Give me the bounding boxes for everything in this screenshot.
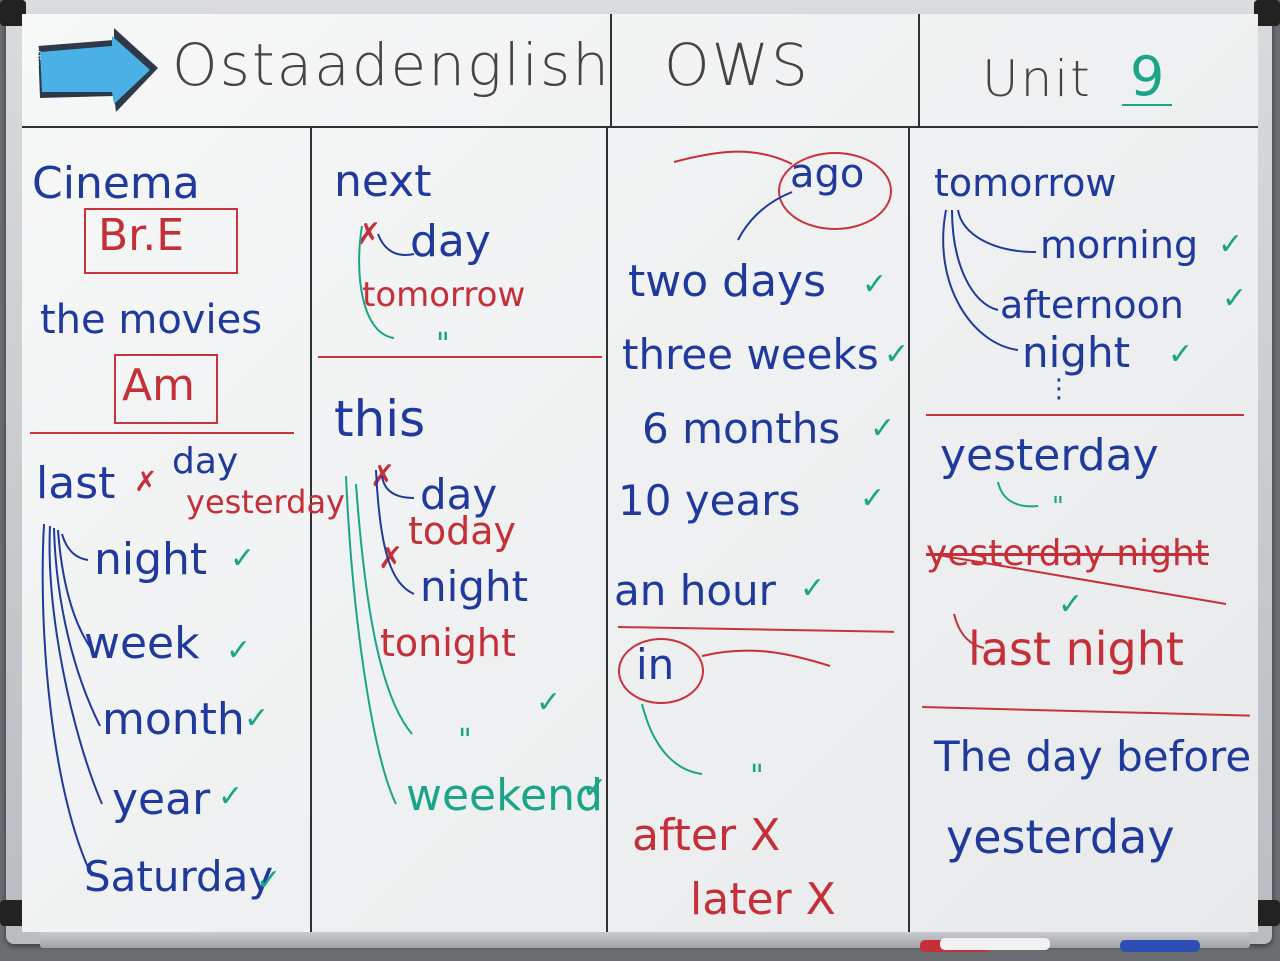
check-two-days: ✓ bbox=[862, 267, 888, 302]
column-divider-2 bbox=[606, 126, 608, 932]
check-year: ✓ bbox=[218, 779, 244, 814]
box-am bbox=[114, 354, 218, 424]
word-last: last bbox=[36, 458, 116, 509]
frame-corner-top-left bbox=[0, 0, 26, 26]
dots-col4: ⋮ bbox=[1046, 374, 1072, 404]
word-cinema: Cinema bbox=[32, 158, 200, 209]
word-night-col1: night bbox=[94, 534, 208, 585]
label-am: Am bbox=[122, 360, 195, 411]
ditto-col4: " bbox=[1052, 492, 1064, 522]
frame-corner-top-right bbox=[1254, 0, 1280, 26]
header-divider bbox=[22, 126, 1258, 128]
check-night-col4: ✓ bbox=[1168, 337, 1194, 372]
check-afternoon: ✓ bbox=[1222, 281, 1248, 316]
word-night-col2: night bbox=[420, 562, 529, 611]
word-tomorrow-col4: tomorrow bbox=[934, 161, 1117, 205]
word-next: next bbox=[334, 156, 432, 207]
phrase-yesterday-night: yesterday night bbox=[926, 533, 1209, 574]
word-year: year bbox=[112, 774, 211, 825]
title-ows: OWS bbox=[664, 31, 810, 99]
marker-white[interactable] bbox=[940, 938, 1050, 950]
whiteboard: Artline Ostaadenglish OWS Unit 9 Cinema … bbox=[22, 14, 1258, 932]
separator-col2 bbox=[318, 356, 602, 358]
circle-ago bbox=[778, 152, 892, 230]
marker-tray bbox=[40, 932, 1250, 948]
phrase-ten-years: 10 years bbox=[618, 476, 801, 525]
phrase-last-night: last night bbox=[968, 622, 1184, 676]
marker-blue[interactable] bbox=[1120, 940, 1200, 952]
word-yesterday-col4: yesterday bbox=[940, 430, 1159, 481]
phrase-an-hour: an hour bbox=[614, 566, 776, 615]
word-tomorrow-col2: tomorrow bbox=[362, 275, 526, 315]
word-this: this bbox=[334, 390, 426, 448]
word-tonight: tonight bbox=[380, 621, 516, 665]
word-in: in bbox=[636, 640, 675, 689]
check-saturday: ✓ bbox=[256, 863, 282, 898]
word-yesterday-col1: yesterday bbox=[186, 483, 345, 521]
word-ago: ago bbox=[790, 151, 865, 197]
header-divider-1 bbox=[610, 14, 612, 126]
word-month: month bbox=[102, 694, 245, 745]
header-divider-2 bbox=[918, 14, 920, 126]
word-day-col1: day bbox=[172, 441, 239, 482]
ditto-col2-top: " bbox=[436, 327, 450, 362]
phrase-the-day-before: The day before bbox=[934, 732, 1252, 781]
ditto-col3: " bbox=[750, 759, 764, 794]
phrase-three-weeks: three weeks bbox=[622, 330, 879, 379]
word-morning: morning bbox=[1040, 223, 1199, 267]
phrase-six-months: 6 months bbox=[642, 404, 841, 453]
column-divider-3 bbox=[908, 126, 910, 932]
column-divider-1 bbox=[310, 126, 312, 932]
separator-col1 bbox=[30, 432, 294, 434]
title-unit-number: 9 bbox=[1122, 50, 1173, 106]
word-afternoon: afternoon bbox=[1000, 283, 1184, 327]
word-day-next: day bbox=[410, 216, 491, 267]
check-tonight: ✓ bbox=[536, 685, 562, 720]
word-saturday: Saturday bbox=[84, 852, 274, 901]
separator-col4-a bbox=[926, 414, 1244, 416]
check-an-hour: ✓ bbox=[800, 571, 826, 606]
word-week: week bbox=[84, 618, 200, 669]
board-arrows bbox=[41, 150, 1227, 877]
frame-corner-bottom-right bbox=[1254, 900, 1280, 926]
check-month: ✓ bbox=[244, 701, 270, 736]
phrase-the-movies: the movies bbox=[40, 297, 263, 343]
check-night-col1: ✓ bbox=[230, 541, 256, 576]
check-six-months: ✓ bbox=[870, 411, 896, 446]
title-unit: Unit bbox=[982, 50, 1092, 108]
word-day-this: day bbox=[420, 470, 498, 519]
check-ten-years: ✓ bbox=[860, 481, 886, 516]
ditto-col2-bottom: " bbox=[458, 723, 472, 758]
circle-in bbox=[618, 638, 704, 704]
phrase-later-x: later X bbox=[690, 874, 836, 925]
cross-last: ✗ bbox=[134, 465, 158, 498]
frame-corner-bottom-left bbox=[0, 900, 26, 926]
check-weekend: ✓ bbox=[582, 771, 608, 806]
word-today: today bbox=[408, 509, 517, 553]
check-week: ✓ bbox=[226, 633, 252, 668]
check-last-night: ✓ bbox=[1058, 587, 1084, 622]
check-three-weeks: ✓ bbox=[884, 337, 910, 372]
word-weekend: weekend bbox=[406, 770, 603, 821]
word-night-col4: night bbox=[1022, 328, 1131, 377]
box-bre bbox=[84, 208, 238, 274]
label-bre: Br.E bbox=[98, 210, 185, 261]
eraser-icon bbox=[38, 28, 158, 112]
title-ostaadenglish: Ostaadenglish bbox=[172, 31, 611, 99]
word-yesterday-final: yesterday bbox=[946, 810, 1175, 864]
phrase-after-x: after X bbox=[632, 810, 781, 861]
phrase-two-days: two days bbox=[628, 256, 826, 307]
check-morning: ✓ bbox=[1218, 227, 1244, 262]
